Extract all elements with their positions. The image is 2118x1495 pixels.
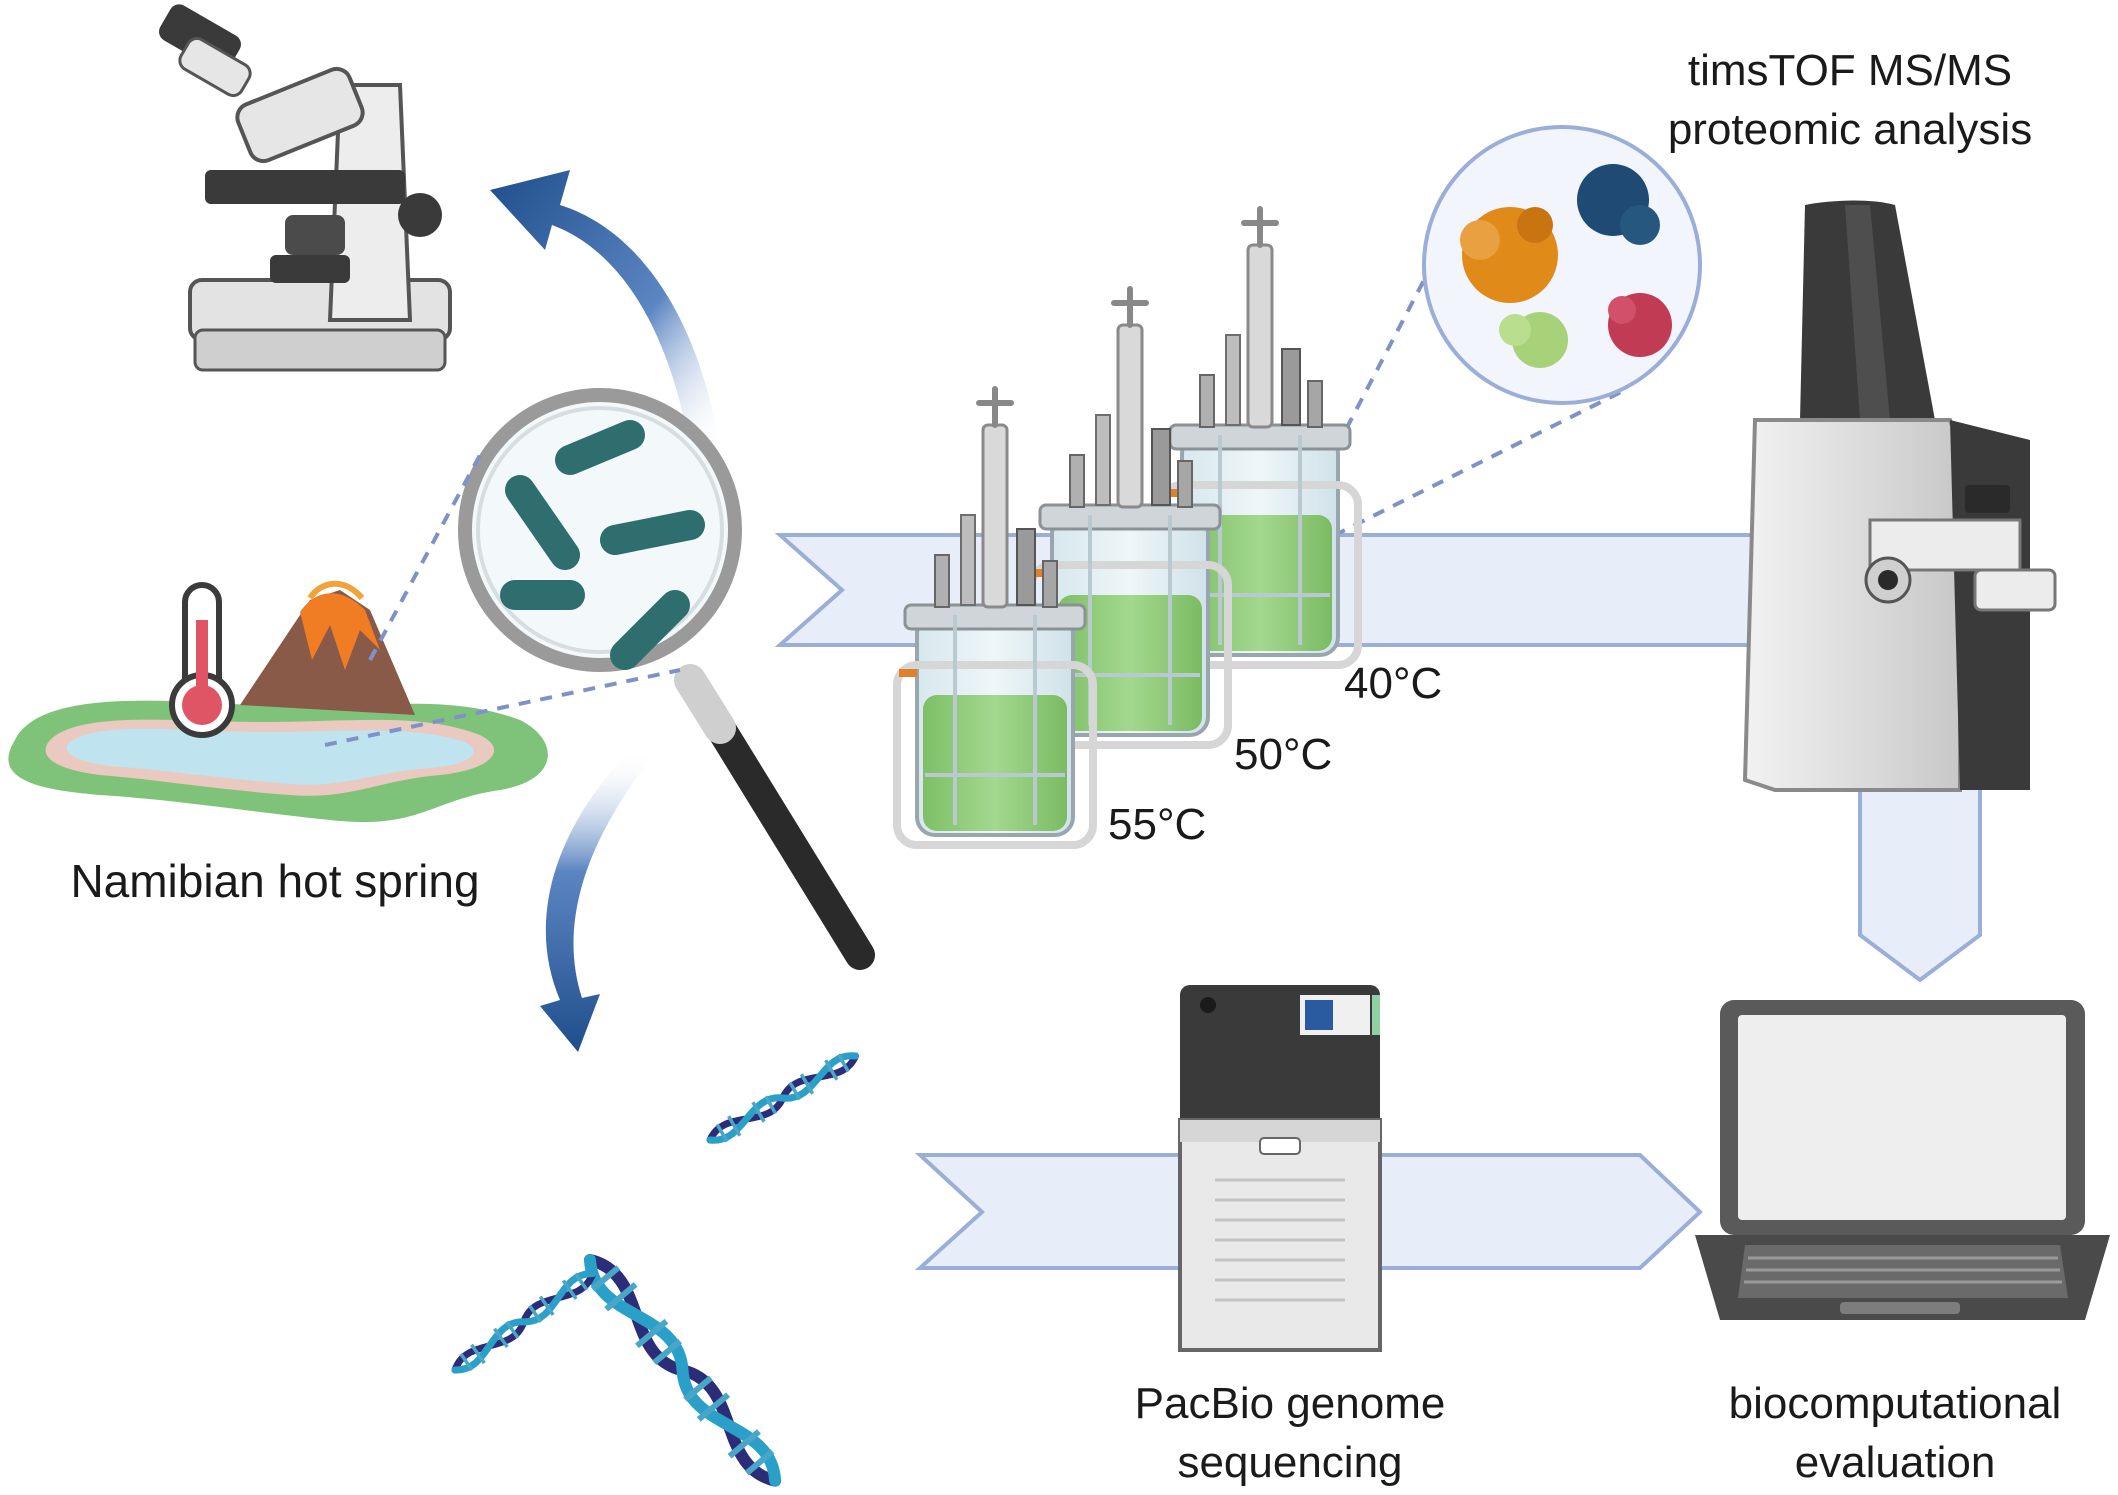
- microscope-icon: [159, 4, 452, 372]
- thermometer-icon: [169, 582, 235, 738]
- proteomics-label-line2: proteomic analysis: [1667, 105, 2033, 154]
- magnifying-glass-icon: [458, 388, 875, 970]
- hot-spring-label: Namibian hot spring: [70, 855, 480, 907]
- sequencing-label-line1: PacBio genome: [1134, 1379, 1446, 1428]
- evaluation-label-line1: biocomputational: [1728, 1379, 2062, 1428]
- curved-arrow-to-dna: [540, 750, 650, 1052]
- temperature-50-label: 50°C: [1234, 730, 1333, 779]
- laptop-icon: [1695, 1000, 2110, 1320]
- protein-cluster-icon: [1422, 125, 1702, 405]
- curved-arrow-to-microscope: [490, 170, 720, 450]
- evaluation-label-line2: evaluation: [1794, 1438, 1996, 1487]
- sequencing-label-line2: sequencing: [1177, 1438, 1403, 1487]
- temperature-55-label: 55°C: [1108, 800, 1207, 849]
- dashed-connector: [324, 239, 1626, 747]
- mass-spectrometer-icon: [1742, 200, 2057, 792]
- flow-arrow-down: [1858, 778, 1982, 983]
- dna-helix-icon: [449, 1046, 862, 1493]
- temperature-40-label: 40°C: [1344, 659, 1443, 708]
- proteomics-label-line1: timsTOF MS/MS: [1687, 46, 2013, 95]
- volcano-icon: [240, 580, 415, 715]
- hot-spring-icon: [8, 580, 548, 823]
- sequencer-icon: [1178, 985, 1382, 1352]
- bacteria-icon: [500, 420, 705, 670]
